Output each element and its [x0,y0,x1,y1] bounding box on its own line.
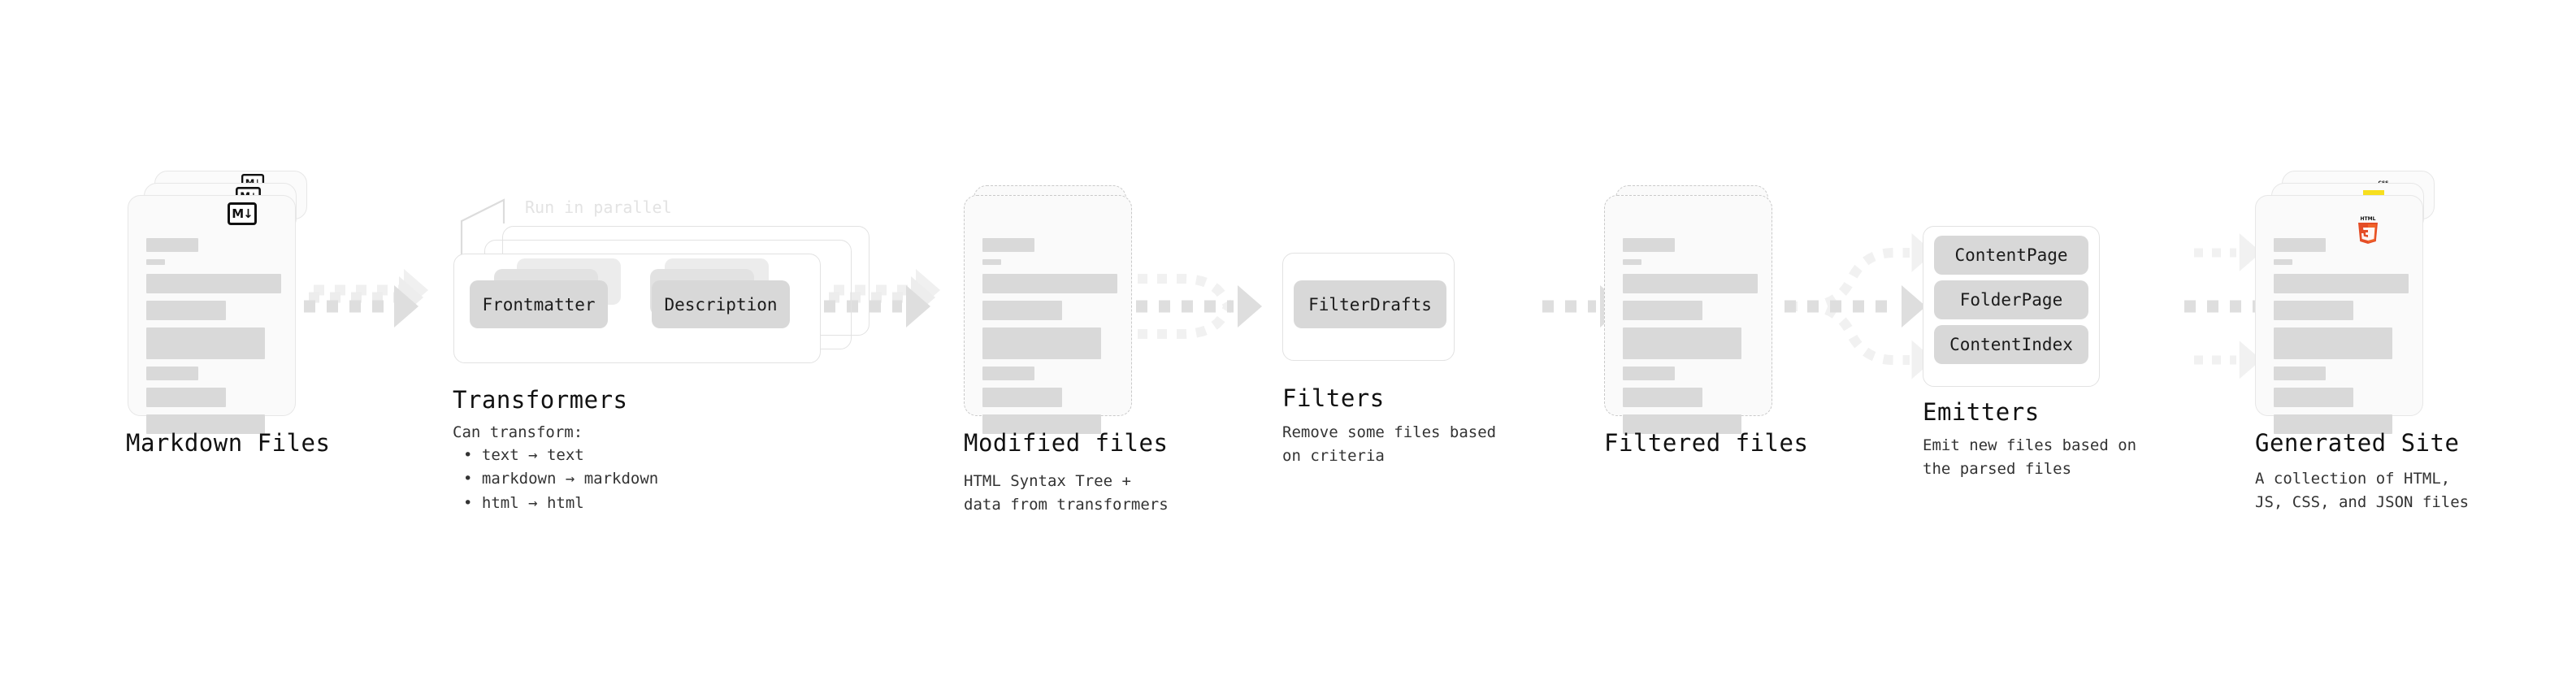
line [1623,414,1741,434]
line [2274,367,2326,380]
line [146,327,265,359]
html5-badge-icon: HTML [2355,215,2379,244]
markdown-badge-letter-front: M [232,206,244,221]
markdown-card-front [128,195,296,434]
line [146,259,165,265]
stage-title-markdown-files: Markdown Files [126,429,331,457]
line [982,388,1062,407]
line [2274,327,2392,359]
stage-title-modified-files: Modified files [964,429,1169,457]
line [146,388,226,407]
run-in-parallel-label: Run in parallel [525,197,672,217]
bullet-item: • markdown → markdown [463,470,659,488]
transformers-chip-frontmatter[interactable]: Frontmatter [470,280,608,328]
line [982,259,1001,265]
emitters-chip-folderpage[interactable]: FolderPage [1934,280,2088,319]
line [1623,327,1741,359]
line [982,301,1062,320]
filters-subtitle: Remove some files based on criteria [1282,423,1497,466]
chip-label: Description [664,294,778,314]
line [982,274,1117,293]
line [146,274,281,293]
line [2274,274,2409,293]
transformers-bullets: • text → text • markdown → markdown • ht… [463,444,658,515]
bullet-item: • text → text [463,446,584,464]
line [2274,259,2292,265]
line [982,367,1034,380]
generated-card-front [2255,195,2423,434]
conn-markdown-transformers [304,269,428,327]
line [982,238,1034,252]
emitters-chip-contentpage[interactable]: ContentPage [1934,236,2088,275]
stage-title-filters: Filters [1282,384,1385,412]
transformers-chip-description[interactable]: Description [652,280,790,328]
line [1623,367,1675,380]
line [1623,274,1758,293]
chip-label: FolderPage [1959,290,2063,310]
stage-title-transformers: Transformers [453,386,628,414]
line [146,367,198,380]
chip-label: ContentPage [1954,245,2068,265]
conn-modified-filters [1136,274,1262,339]
generated-placeholder-lines [2274,238,2409,441]
modified-placeholder-lines [982,238,1117,441]
line [146,414,265,434]
markdown-badge-icon: M↓ [228,202,257,225]
line [146,238,198,252]
modified-card-front [964,195,1132,434]
filtered-placeholder-lines [1623,238,1758,441]
line [1623,259,1641,265]
markdown-badge-letter: M [245,178,255,188]
line [1623,388,1702,407]
chip-label: Frontmatter [482,294,596,314]
filters-chip-filterdrafts[interactable]: FilterDrafts [1294,280,1446,328]
markdown-placeholder-lines [146,238,281,441]
emitters-subtitle: Emit new files based on the parsed files [1923,436,2137,479]
chip-label: FilterDrafts [1308,294,1432,314]
stage-generated-site: CSS HTML [0,0,2435,434]
line [2274,388,2353,407]
modified-files-subtitle: HTML Syntax Tree + data from transformer… [964,472,1169,514]
bullet-item: • html → html [463,493,584,512]
line [2274,238,2326,252]
line [2274,414,2392,434]
stage-title-emitters: Emitters [1923,398,2040,426]
line [2274,301,2353,320]
svg-text:HTML: HTML [2361,216,2376,222]
line [146,301,226,320]
chip-label: ContentIndex [1949,335,2073,354]
stage-title-generated-site: Generated Site [2255,429,2460,457]
transformers-subtitle: Can transform: [453,423,583,441]
emitters-chip-contentindex[interactable]: ContentIndex [1934,325,2088,364]
filtered-card-front [1604,195,1772,434]
line [982,327,1101,359]
generated-site-subtitle: A collection of HTML, JS, CSS, and JSON … [2255,470,2470,512]
line [1623,238,1675,252]
stage-title-filtered-files: Filtered files [1604,429,1809,457]
line [1623,301,1702,320]
line [982,414,1101,434]
conn-filtered-emitters [1785,233,1935,380]
